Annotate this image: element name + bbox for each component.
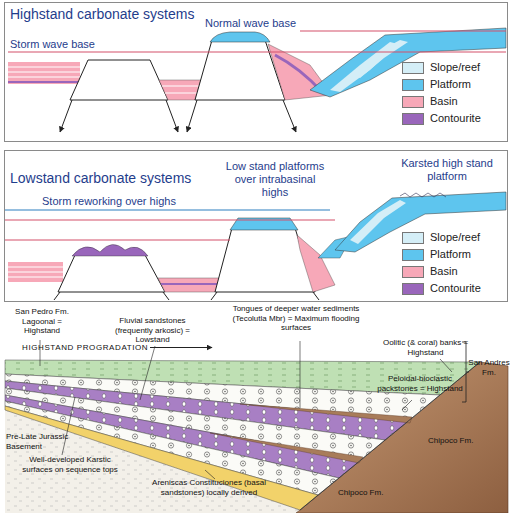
basin-layering [8,67,80,77]
legend-swatch [402,283,424,295]
panel-heading: Lowstand carbonate systems [10,170,191,186]
legend-swatch [402,249,424,261]
contourite-layer [8,81,80,83]
legend-label: Platform [430,78,471,90]
basin-layering [162,86,199,93]
formation-bracket [462,342,469,402]
deep-water-tongue [240,404,412,423]
unit-label: Oolitic (& coral) banks = Highstand [378,338,473,357]
contourite-layer [161,283,219,285]
legend-label: Platform [430,248,471,260]
karst-surface [400,193,446,197]
legend-label: Slope/reef [430,231,480,243]
slope-reef-layer [350,200,406,244]
unit-label: Areniscas Constituciones (basal sandston… [150,478,268,497]
fault-line [211,292,217,300]
fault-line [187,100,197,132]
normal-wave-base-line [300,30,506,31]
fault-line [54,292,60,300]
unit-label: Peloidal-bioclastic packstones = Highsta… [376,374,464,393]
process-label: Storm reworking over highs [42,195,176,208]
prograding-platform [310,28,506,97]
contourite-mound [72,244,148,256]
basal-sandstone-band [5,406,318,510]
formation-label: Chipoco Fm. [338,488,383,498]
wave-base-label: Storm wave base [10,38,95,51]
wave-base-label: Normal wave base [205,17,296,30]
deep-water-tongue [210,433,363,463]
slope-front [300,362,480,510]
unit-label: Fluvial sandstones (frequently arkosic) … [105,316,200,345]
storm-wave-base-line [8,51,506,52]
leader-line [300,341,301,408]
slope-reef-layer [352,40,408,78]
leader-line [402,400,412,410]
unit-label: Pre-Late Jurassic Basement [6,432,84,451]
platform-cap [210,32,270,42]
sea-level-line [5,209,330,210]
basin-fill [297,235,335,292]
fault-line [163,292,169,300]
unit-label: Tongues of deeper water sediments (Tecol… [230,304,362,333]
feature-label: Low stand platforms over intrabasinal hi… [225,160,325,199]
leader-line [440,359,452,372]
panel-heading: Highstand carbonate systems [10,6,194,22]
legend-label: Slope/reef [430,61,480,73]
basin-fill [159,80,201,100]
leader-line [140,346,155,400]
basin-fill [158,278,222,292]
fault-block [70,60,168,100]
legend-swatch [402,96,424,108]
legend-label: Basin [430,265,458,277]
legend-label: Basin [430,95,458,107]
legend-swatch [402,232,424,244]
formation-label: Chipoco Fm. [428,436,473,446]
feature-label: Karsted high stand platform [388,157,506,183]
legend-swatch [402,266,424,278]
storm-wave-base-line [5,239,230,240]
trend-label: HIGHSTAND PROGRADATION [22,343,148,353]
legend-label: Contourite [430,112,481,124]
formation-label: San Andres Fm. [467,358,511,377]
basin-layering [8,267,63,277]
leader-line [62,397,75,455]
legend-swatch [402,79,424,91]
fault-line [60,100,72,132]
karsted-platform [335,192,506,252]
fault-line [283,100,296,132]
fault-line [313,292,319,300]
fault-line [166,100,178,132]
legend-label: Contourite [430,282,481,294]
leader-line [205,470,215,479]
unit-label: San Pedro Fm. Lagoonal = Highstand [8,307,76,336]
normal-wave-base-line [5,219,335,220]
basin-fill [8,62,80,84]
progradation-arrow [150,347,212,348]
basin-fill [8,262,63,282]
surface-label: Well-developed Karstic surfaces on seque… [22,455,118,474]
legend-swatch [402,113,424,125]
fault-block [58,255,165,292]
legend-swatch [402,62,424,74]
